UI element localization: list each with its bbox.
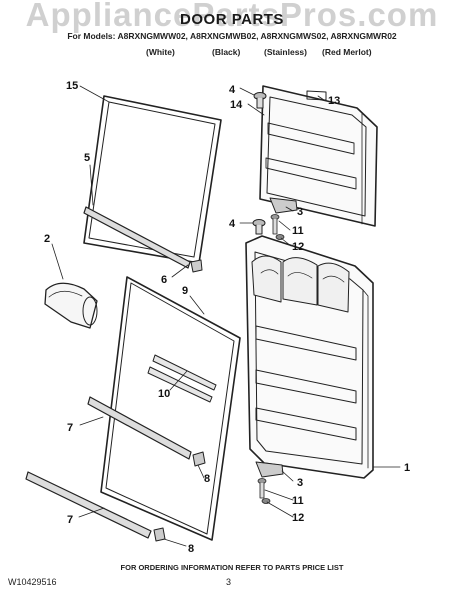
callout-2: 2 [44,233,50,245]
callout-3-lower: 3 [297,477,303,489]
variant-red-merlot: (Red Merlot) [322,47,372,57]
page-number: 3 [226,577,232,587]
callout-11-upper: 11 [292,225,304,237]
variant-stainless: (Stainless) [264,47,307,57]
freezer-door-gasket [83,95,222,264]
callout-8-lower: 8 [188,543,194,555]
center-hinge [252,197,298,240]
callout-6: 6 [161,274,167,286]
callout-3-upper: 3 [297,206,303,218]
shelf-end-cap [190,259,203,273]
callout-12-lower: 12 [292,512,304,524]
leader-lines [51,85,401,547]
callout-14: 14 [230,99,243,111]
freezer-shelf-bar [83,206,191,269]
freezer-door [259,85,378,227]
callout-4-upper: 4 [229,84,236,96]
models-line: For Models: A8RXNGMWW02, A8RXNGMWB02, A8… [67,31,397,41]
variant-white: (White) [146,47,175,57]
door-shelf-end-cap-upper [192,451,206,467]
callout-8-upper: 8 [204,473,210,485]
bottom-hinge [255,461,284,504]
callout-7-upper: 7 [67,422,73,434]
door-label [306,90,327,101]
callout-4-lower: 4 [229,218,236,230]
freezer-door-stop [253,92,267,109]
door-shelf-end-cap-lower [153,527,166,542]
document-id: W10429516 [8,577,57,587]
callout-1: 1 [404,462,410,474]
callout-10: 10 [158,388,170,400]
variant-black: (Black) [212,47,241,57]
dairy-bin [44,282,98,329]
callout-11-lower: 11 [292,495,304,507]
door-shelf-bar-lower [25,471,152,539]
callout-7-lower: 7 [67,514,73,526]
door-shelf-bar-upper [87,396,192,460]
callout-9: 9 [182,285,188,297]
fresh-food-door [245,235,374,479]
callout-12-upper: 12 [292,241,304,253]
watermark: AppliancePartsPros.com [25,0,439,33]
page-title: DOOR PARTS [180,11,284,28]
header: AppliancePartsPros.com DOOR PARTS For Mo… [0,0,464,72]
fresh-food-door-gasket [100,276,241,541]
callout-5: 5 [84,152,90,164]
callout-15: 15 [66,80,78,92]
callout-labels: 1 2 3 3 4 4 5 6 7 7 8 8 9 10 11 11 12 12… [44,80,410,555]
callout-13: 13 [328,95,340,107]
ordering-note: FOR ORDERING INFORMATION REFER TO PARTS … [120,563,344,572]
door-shelf-retainer [147,354,217,403]
